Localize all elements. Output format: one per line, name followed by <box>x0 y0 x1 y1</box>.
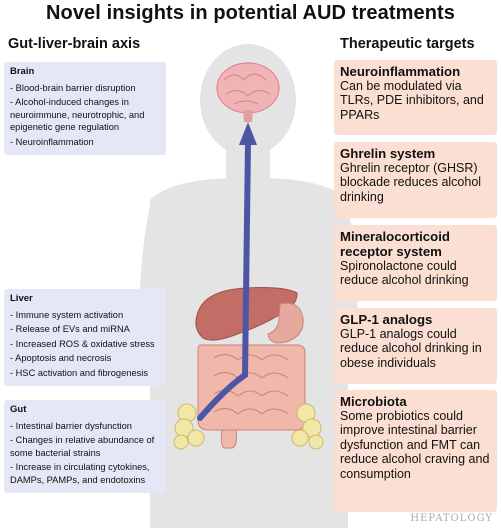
stomach-icon <box>267 302 304 344</box>
target-box-ghrelin-system: Ghrelin system Ghrelin receptor (GHSR) b… <box>334 142 497 218</box>
gut-liver-brain-arrow <box>197 122 257 421</box>
target-description: Can be modulated via TLRs, PDE inhibitor… <box>340 79 484 122</box>
journal-watermark: HEPATOLOGY <box>410 513 493 524</box>
target-heading: Mineralocorticoid receptor system <box>340 229 450 259</box>
liver-item: - Apoptosis and necrosis <box>10 353 112 364</box>
target-box-mineralocorticoid: Mineralocorticoid receptor system Spiron… <box>334 225 497 301</box>
liver-item: - HSC activation and fibrogenesis <box>10 367 148 378</box>
liver-effects-box: Liver - Immune system activation - Relea… <box>4 289 166 386</box>
brain-item: - Neuroinflammation <box>10 136 94 147</box>
target-description: Some probiotics could improve intestinal… <box>340 409 490 481</box>
brain-item: - Alcohol-induced changes in neuroimmune… <box>10 97 145 133</box>
figure-title: Novel insights in potential AUD treatmen… <box>45 2 456 24</box>
target-description: GLP-1 analogs could reduce alcohol drink… <box>340 327 482 370</box>
target-heading: Ghrelin system <box>340 146 436 161</box>
liver-box-heading: Liver <box>10 293 33 304</box>
target-box-neuroinflammation: Neuroinflammation Can be modulated via T… <box>334 60 497 135</box>
target-box-microbiota: Microbiota Some probiotics could improve… <box>334 390 497 512</box>
adipose-tissue-icon <box>173 403 324 450</box>
brain-item: - Blood-brain barrier disruption <box>10 82 136 93</box>
target-heading: Microbiota <box>340 394 407 409</box>
right-column-header: Therapeutic targets <box>340 36 475 52</box>
target-heading: Neuroinflammation <box>340 64 461 79</box>
gut-item: - Increase in circulating cytokines, DAM… <box>10 462 150 485</box>
gut-item: - Intestinal barrier dysfunction <box>10 420 132 431</box>
liver-item: - Increased ROS & oxidative stress <box>10 338 155 349</box>
intestine-icon <box>197 344 306 449</box>
left-column-header: Gut-liver-brain axis <box>8 36 141 52</box>
gut-effects-box: Gut - Intestinal barrier dysfunction - C… <box>4 400 166 493</box>
liver-item: - Release of EVs and miRNA <box>10 324 130 335</box>
target-description: Spironolactone could reduce alcohol drin… <box>340 259 469 288</box>
target-box-glp1-analogs: GLP-1 analogs GLP-1 analogs could reduce… <box>334 308 497 384</box>
target-heading: GLP-1 analogs <box>340 312 433 327</box>
liver-item: - Immune system activation <box>10 309 124 320</box>
brain-effects-box: Brain - Blood-brain barrier disruption -… <box>4 62 166 155</box>
brain-box-heading: Brain <box>10 66 35 77</box>
gut-item: - Changes in relative abundance of some … <box>10 435 155 458</box>
target-description: Ghrelin receptor (GHSR) blockade reduces… <box>340 161 482 204</box>
gut-box-heading: Gut <box>10 404 27 415</box>
brain-icon <box>216 62 280 122</box>
